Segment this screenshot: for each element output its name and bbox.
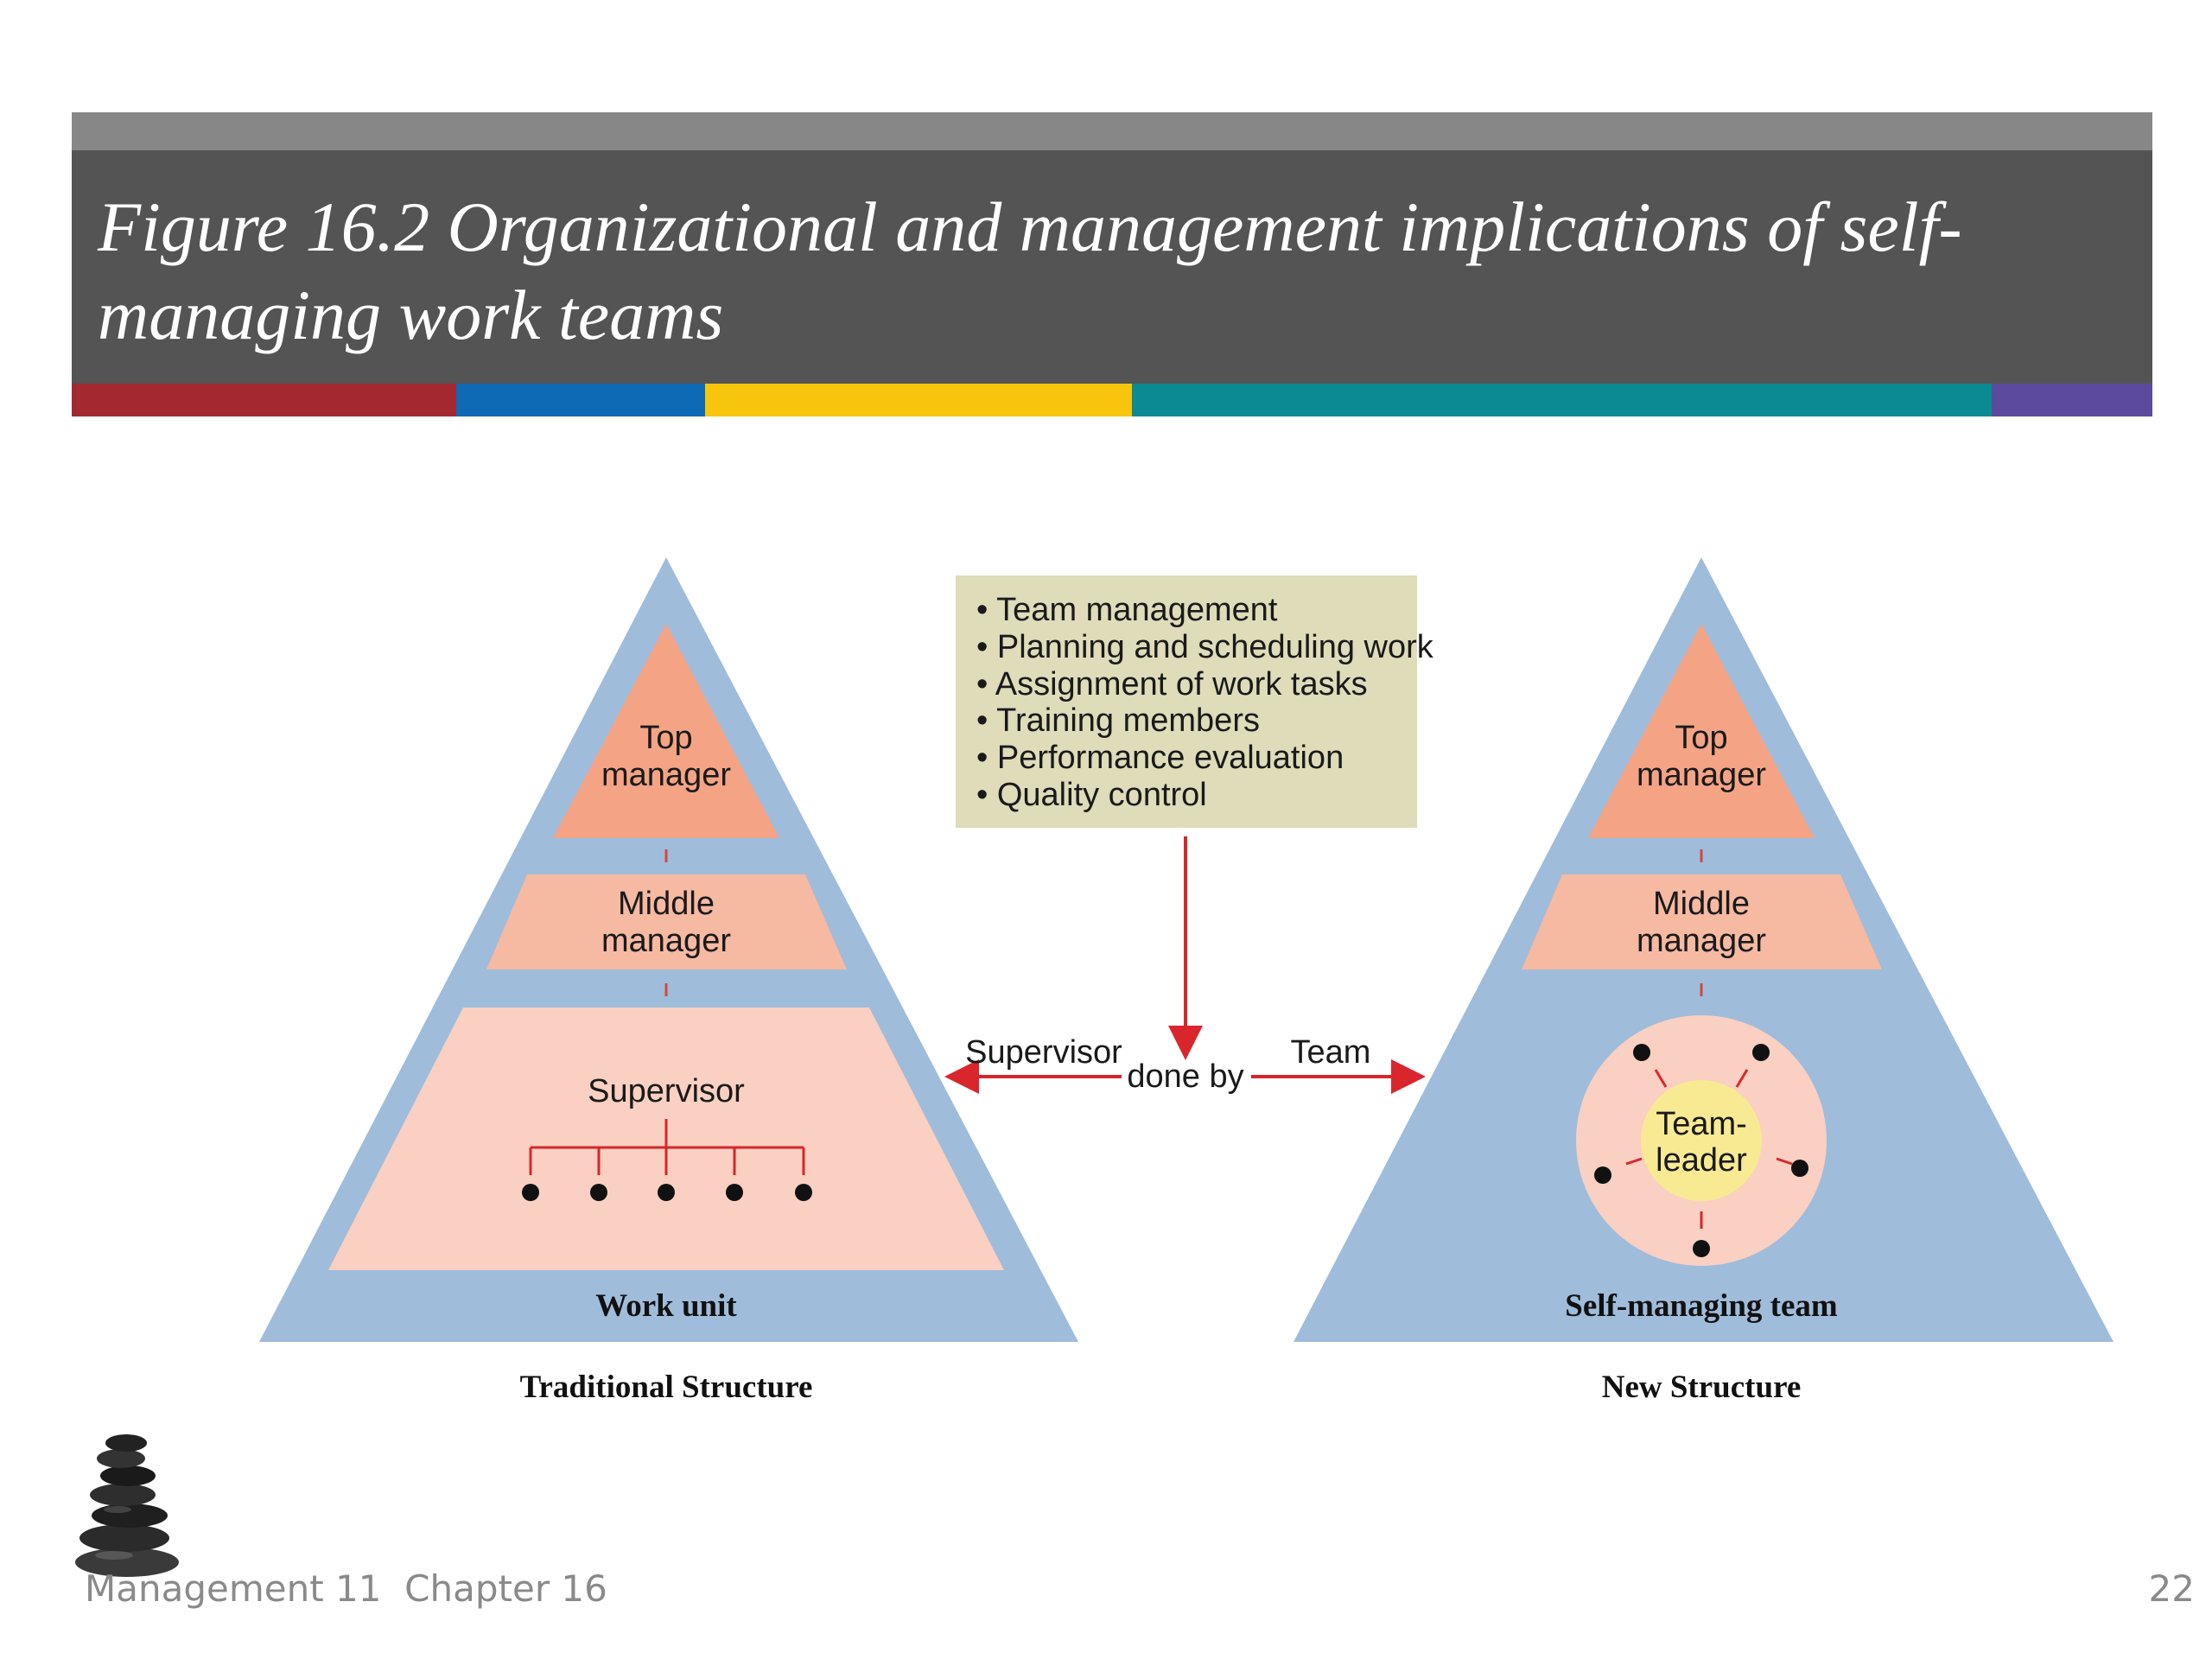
responsibilities-box-bg — [956, 575, 1417, 828]
team-arrow-label: Team — [1291, 1034, 1371, 1071]
new-middle-tier — [1522, 874, 1882, 969]
slide-title-line-1: Figure 16.2 Organizational and managemen… — [98, 188, 1962, 266]
worker-dot — [726, 1184, 743, 1201]
slide-title: Figure 16.2 Organizational and managemen… — [98, 183, 2120, 359]
traditional-middle-label-1: Middle — [618, 886, 715, 922]
traditional-middle-tier — [486, 874, 847, 969]
team-member-dot — [1594, 1166, 1611, 1184]
team-member-dot — [1752, 1044, 1770, 1061]
traditional-top-label-2: manager — [601, 757, 731, 793]
team-leader-label-2: leader — [1656, 1142, 1747, 1179]
new-top-label-2: manager — [1637, 757, 1766, 793]
supervisor-org-chart — [529, 1119, 805, 1175]
responsibilities-box: • Team management • Planning and schedul… — [956, 575, 1434, 828]
footer-course: Management 11 Chapter 16 — [85, 1567, 607, 1610]
team-member-dot — [1633, 1044, 1650, 1061]
self-managing-team-label: Self-managing team — [1565, 1288, 1838, 1324]
team-member-dot — [1791, 1160, 1808, 1177]
new-middle-label-2: manager — [1637, 923, 1766, 959]
traditional-caption: Traditional Structure — [520, 1370, 813, 1405]
team-leader-label-1: Team- — [1656, 1106, 1747, 1142]
team-member-dot — [1693, 1240, 1710, 1257]
stripe-blue — [456, 384, 705, 416]
traditional-top-tier — [553, 624, 779, 838]
new-top-label-1: Top — [1675, 720, 1727, 756]
responsibility-item: • Quality control — [976, 777, 1207, 813]
worker-dot — [658, 1184, 675, 1201]
new-top-tier — [1588, 624, 1815, 838]
page-number: 22 — [2148, 1567, 2195, 1610]
stripe-teal — [1132, 384, 1992, 416]
supervisor-arrow-label: Supervisor — [965, 1034, 1122, 1071]
supervisor-label: Supervisor — [588, 1073, 745, 1109]
responsibility-item: • Team management — [976, 592, 1278, 628]
team-leader-circle — [1641, 1080, 1762, 1201]
responsibility-item: • Performance evaluation — [976, 740, 1344, 776]
traditional-top-label-1: Top — [639, 720, 692, 756]
responsibility-item: • Training members — [976, 702, 1260, 739]
new-middle-label-1: Middle — [1653, 886, 1750, 922]
work-unit-label: Work unit — [595, 1288, 737, 1324]
title-band-top — [72, 112, 2152, 150]
title-band: Figure 16.2 Organizational and managemen… — [72, 150, 2152, 384]
worker-dot — [795, 1184, 812, 1201]
traditional-pyramid: Top manager Middle manager Supervisor Wo… — [259, 557, 1078, 1405]
stripe-red — [72, 384, 456, 416]
stones-logo — [75, 1434, 179, 1577]
new-pyramid: Top manager Middle manager Team- leader … — [1294, 557, 2113, 1405]
stripe-purple — [1992, 384, 2152, 416]
stripe-yellow — [705, 384, 1132, 416]
responsibility-item: • Assignment of work tasks — [976, 666, 1368, 702]
responsibility-item: • Planning and scheduling work — [976, 629, 1434, 665]
worker-dot — [590, 1184, 607, 1201]
done-by-label: done by — [1127, 1058, 1243, 1095]
slide-title-line-2: managing work teams — [98, 276, 724, 354]
worker-dot — [522, 1184, 539, 1201]
new-caption: New Structure — [1602, 1370, 1802, 1405]
team-links — [1625, 1069, 1793, 1229]
traditional-middle-label-2: manager — [601, 923, 731, 959]
